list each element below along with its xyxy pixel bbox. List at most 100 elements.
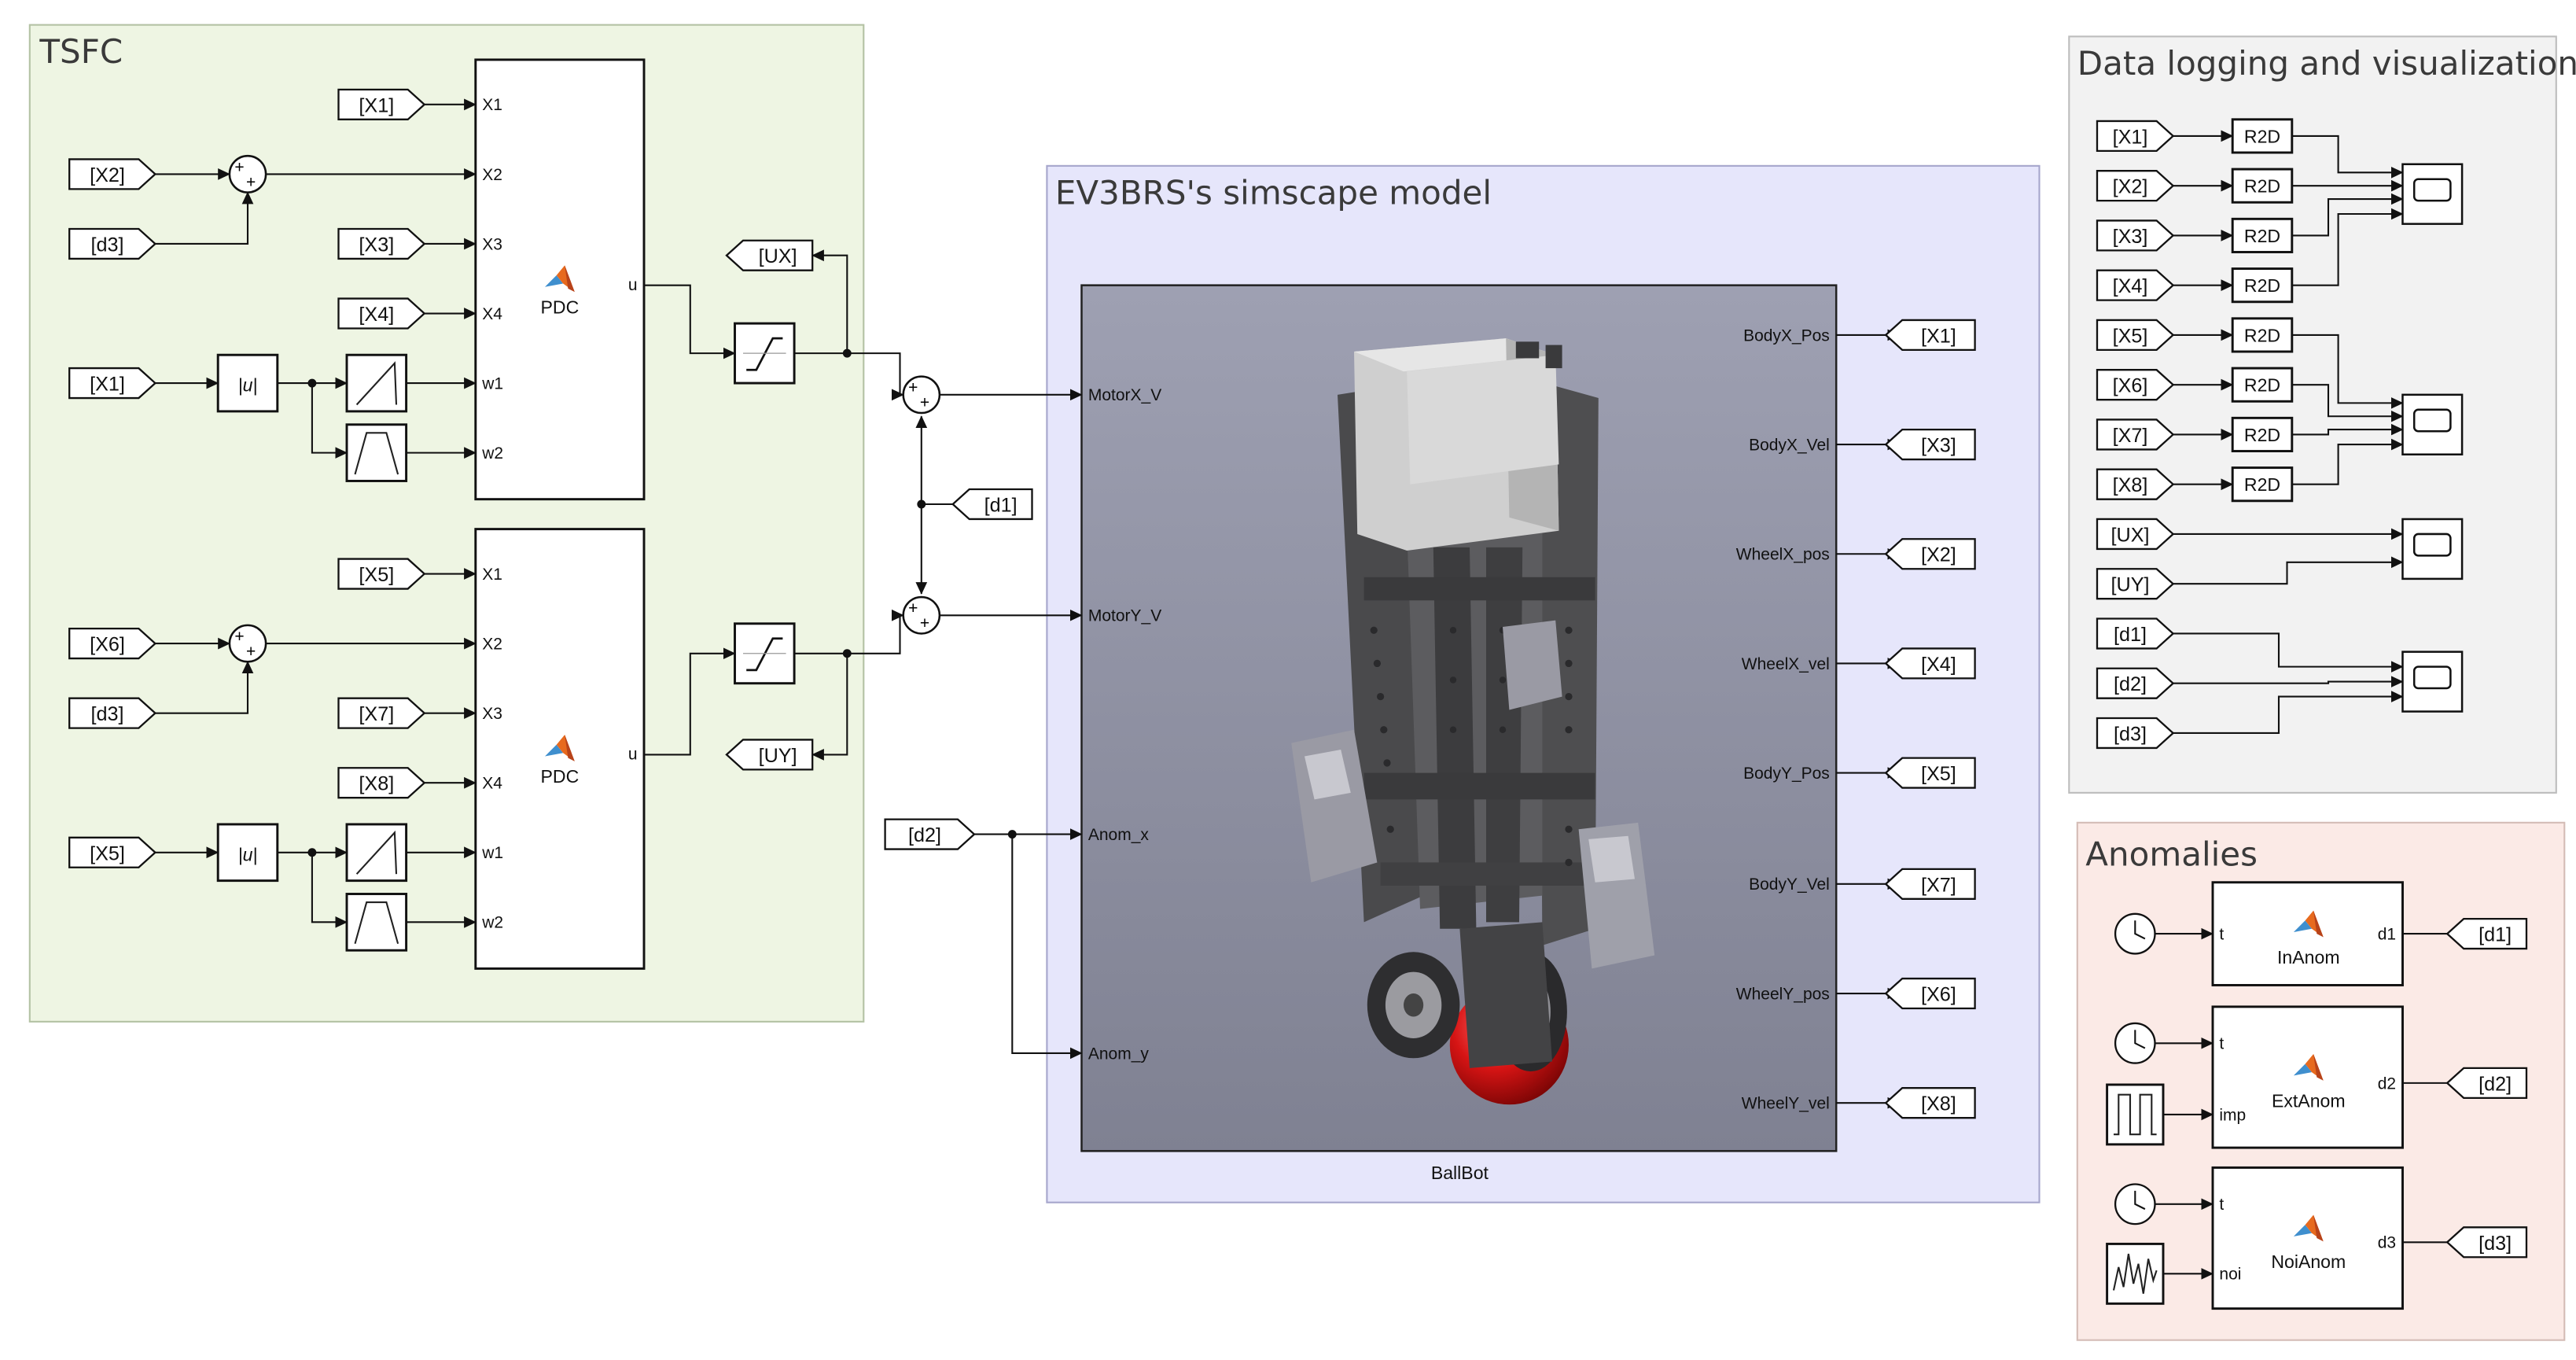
from-tag[interactable]: [UX] — [2096, 518, 2175, 551]
r2d-block[interactable] — [2231, 317, 2294, 353]
from-tag[interactable]: [X5] — [337, 558, 426, 590]
pdc-output-port: u — [628, 276, 638, 294]
goto-tag[interactable]: [UY] — [725, 739, 814, 771]
goto-tag[interactable]: [UX] — [725, 239, 814, 271]
scope-d[interactable] — [2401, 651, 2464, 713]
abs-block[interactable] — [216, 823, 279, 883]
goto-tag[interactable]: [X2] — [1884, 538, 1976, 570]
tag-label: [UX] — [2110, 524, 2149, 546]
from-tag[interactable]: [X6] — [2096, 369, 2175, 401]
tag-label: [X2] — [2113, 176, 2148, 198]
anomaly-block-2[interactable] — [2211, 1166, 2404, 1310]
ballbot-output-port: BodyY_Vel — [1749, 875, 1830, 894]
tag-label: [X1] — [1921, 325, 1956, 347]
from-tag[interactable]: [X1] — [2096, 120, 2175, 153]
from-tag[interactable]: [X4] — [2096, 269, 2175, 301]
from-tag[interactable]: [X2] — [2096, 170, 2175, 202]
r2d-block[interactable] — [2231, 466, 2294, 503]
pdc-label: PDC — [541, 297, 580, 317]
goto-tag[interactable]: [d1] — [2445, 917, 2528, 950]
scope-x-bottom[interactable] — [2401, 393, 2464, 456]
scope-screen-icon — [2412, 178, 2452, 202]
from-tag[interactable]: [X5] — [68, 836, 157, 868]
r2d-block[interactable] — [2231, 118, 2294, 154]
ballbot-block[interactable] — [1080, 284, 1838, 1152]
goto-tag[interactable]: [d3] — [2445, 1226, 2528, 1259]
from-tag[interactable]: [X5] — [2096, 319, 2175, 352]
pdc-input-port: X2 — [482, 635, 502, 653]
area-tsfc[interactable]: TSFC — [28, 24, 865, 1023]
clock-block[interactable] — [2114, 1183, 2156, 1225]
signal-lines — [155, 98, 2465, 1280]
from-tag[interactable]: [X7] — [2096, 418, 2175, 451]
scope-u[interactable] — [2401, 518, 2464, 580]
from-tag[interactable]: [X1] — [68, 367, 157, 400]
sum-sign: + — [246, 173, 256, 191]
membership-curve — [354, 432, 399, 475]
tag-label: [X6] — [2113, 375, 2148, 397]
signal-line — [644, 647, 736, 756]
scope-x-top[interactable] — [2401, 163, 2464, 225]
anomaly-block-0[interactable] — [2211, 881, 2404, 986]
goto-tag[interactable]: [X4] — [1884, 647, 1976, 680]
clock-block[interactable] — [2114, 1022, 2156, 1064]
from-tag[interactable]: [d2] — [2096, 667, 2175, 699]
from-tag[interactable]: [X8] — [2096, 468, 2175, 500]
goto-tag[interactable]: [X6] — [1884, 977, 1976, 1010]
pulse-generator-block[interactable] — [2106, 1083, 2165, 1146]
clock-block[interactable] — [2114, 912, 2156, 955]
from-tag[interactable]: [X8] — [337, 767, 426, 799]
signal-line — [2173, 556, 2404, 585]
goto-tag[interactable]: [X8] — [1884, 1087, 1976, 1119]
anomaly-label: ExtAnom — [2272, 1090, 2346, 1111]
tag-label: [d3] — [90, 703, 123, 725]
r2d-block[interactable] — [2231, 267, 2294, 304]
from-tag[interactable]: [UY] — [2096, 568, 2175, 600]
from-tag-d2[interactable]: [d2] — [884, 818, 976, 850]
from-tag[interactable]: [X1] — [337, 88, 426, 120]
signal-line — [644, 284, 736, 359]
sum-block[interactable]: ++ — [228, 624, 267, 663]
sum-block-motor-x[interactable]: ++ — [902, 375, 941, 415]
from-tag[interactable]: [X3] — [337, 227, 426, 260]
tag-label: [d3] — [2478, 1233, 2512, 1255]
anomaly-block-1[interactable] — [2211, 1005, 2404, 1149]
goto-tag[interactable]: [X7] — [1884, 868, 1976, 900]
goto-tag[interactable]: [X1] — [1884, 319, 1976, 352]
tag-label: [X7] — [1921, 874, 1956, 896]
goto-tag[interactable]: [X3] — [1884, 428, 1976, 461]
goto-tag-shape — [337, 297, 426, 330]
sum-block-motor-y[interactable]: ++ — [902, 595, 941, 635]
membership-fn-trapezoid[interactable] — [345, 893, 408, 952]
goto-tag[interactable]: [X5] — [1884, 757, 1976, 789]
r2d-block[interactable] — [2231, 168, 2294, 204]
abs-label: |u| — [238, 375, 258, 396]
from-tag[interactable]: [X2] — [68, 158, 157, 190]
membership-fn-trapezoid[interactable] — [345, 423, 408, 482]
r2d-label: R2D — [2244, 425, 2280, 445]
goto-tag[interactable]: [d2] — [2445, 1067, 2528, 1100]
from-tag[interactable]: [d1] — [2096, 617, 2175, 650]
tag-label: [X8] — [2113, 474, 2148, 496]
from-tag[interactable]: [X4] — [337, 297, 426, 330]
from-tag[interactable]: [X6] — [68, 627, 157, 660]
sum-block[interactable]: ++ — [228, 154, 267, 193]
from-tag[interactable]: [d3] — [68, 227, 157, 260]
r2d-label: R2D — [2244, 325, 2280, 345]
from-tag-d1[interactable]: [d1] — [951, 488, 1033, 521]
r2d-block[interactable] — [2231, 217, 2294, 253]
from-tag[interactable]: [d3] — [68, 697, 157, 729]
abs-label: |u| — [238, 844, 258, 864]
r2d-block[interactable] — [2231, 416, 2294, 452]
from-tag[interactable]: [d3] — [2096, 717, 2175, 750]
goto-tag-shape — [68, 627, 157, 660]
from-tag[interactable]: [X7] — [337, 697, 426, 729]
from-tag[interactable]: [X3] — [2096, 219, 2175, 252]
pdc-label: PDC — [541, 766, 580, 787]
r2d-block[interactable] — [2231, 367, 2294, 403]
goto-tag-shape — [1884, 647, 1976, 680]
pdc-input-port: w2 — [481, 914, 503, 932]
anomaly-input-port: t — [2219, 1196, 2224, 1214]
abs-block[interactable] — [216, 353, 279, 413]
